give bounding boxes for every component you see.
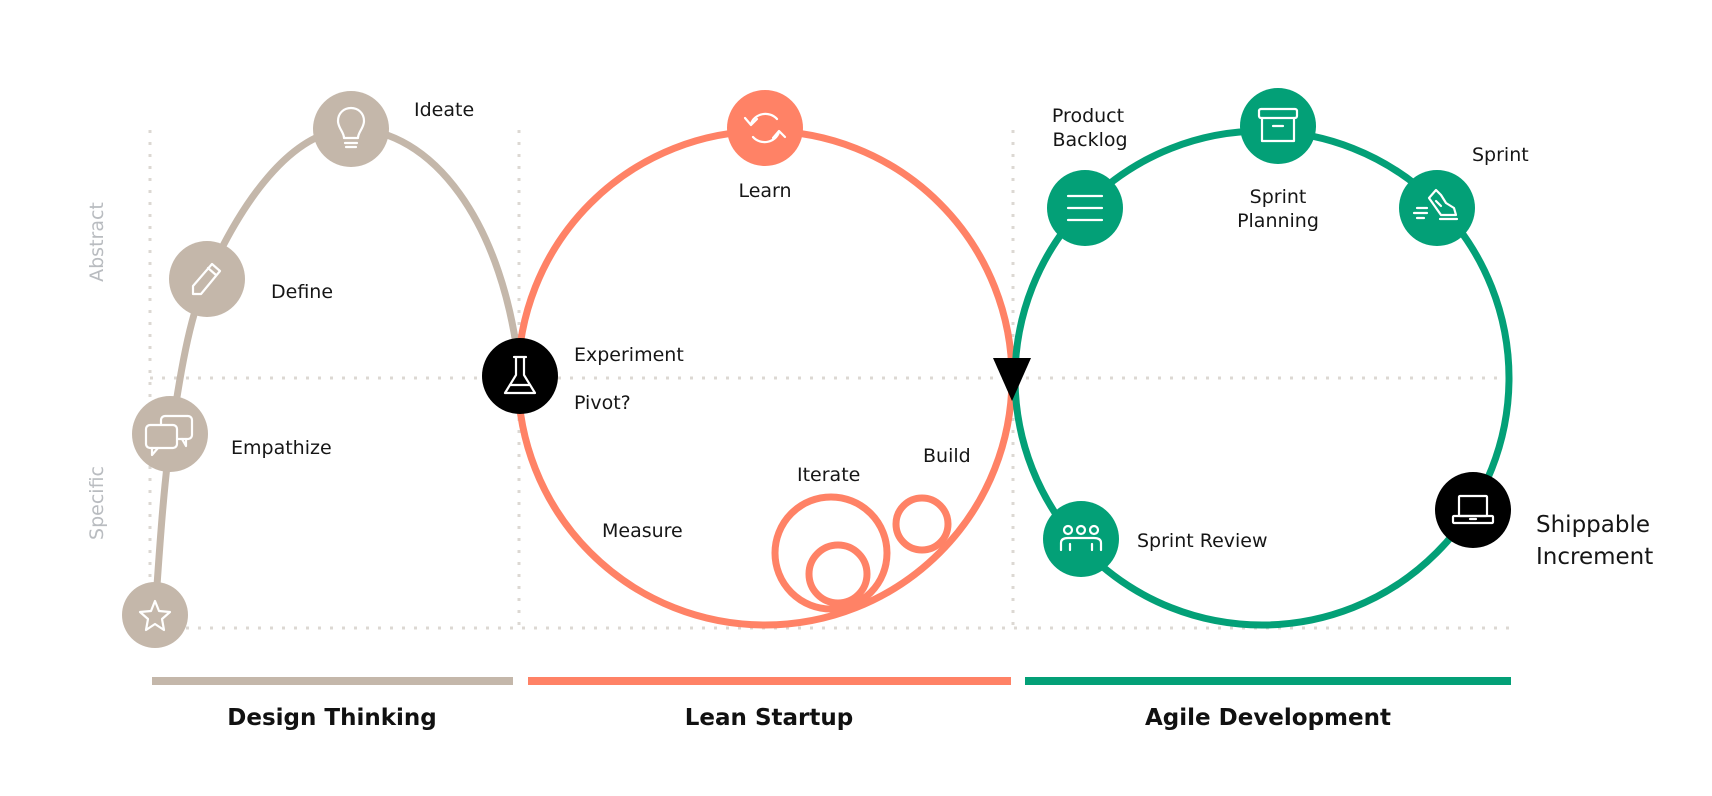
iterate-loop-large	[771, 493, 891, 613]
node-empathize[interactable]	[132, 396, 208, 472]
node-experiment[interactable]	[482, 338, 558, 414]
phase-title-design-thinking: Design Thinking	[227, 705, 436, 731]
refresh-cycle-icon	[743, 112, 787, 144]
node-ideate[interactable]	[313, 91, 389, 167]
phase-bar-agile	[1025, 677, 1511, 685]
laptop-icon	[1451, 494, 1495, 525]
star-icon	[138, 599, 172, 632]
label-shippable-increment-line2: Increment	[1536, 544, 1653, 570]
label-shippable-increment-line1: Shippable	[1536, 512, 1650, 538]
label-define: Define	[271, 281, 333, 303]
node-sprint-planning[interactable]	[1240, 88, 1316, 164]
label-sprint-planning-line1: Sprint	[1250, 186, 1307, 208]
axis-label-specific: Specific	[86, 466, 108, 540]
iterate-loop-small	[805, 541, 871, 607]
label-iterate: Iterate	[797, 464, 860, 486]
label-product-backlog-line1: Product	[1052, 105, 1124, 127]
label-empathize: Empathize	[231, 437, 332, 459]
node-start[interactable]	[122, 582, 188, 648]
phase-title-lean-startup: Lean Startup	[685, 705, 853, 731]
archive-box-icon	[1257, 107, 1299, 143]
phase-title-agile: Agile Development	[1145, 705, 1391, 731]
label-learn: Learn	[738, 180, 791, 202]
design-thinking-curve	[151, 125, 524, 619]
label-sprint-planning-line2: Planning	[1237, 210, 1319, 232]
team-icon	[1059, 524, 1103, 552]
node-product-backlog[interactable]	[1047, 170, 1123, 246]
phase-bar-lean-startup	[528, 677, 1011, 685]
node-sprint-review[interactable]	[1043, 501, 1119, 577]
label-build: Build	[923, 445, 971, 467]
running-shoe-icon	[1412, 188, 1459, 221]
label-ideate: Ideate	[414, 99, 474, 121]
axis-label-abstract: Abstract	[86, 202, 108, 282]
direction-arrow-icon	[993, 358, 1031, 401]
list-icon	[1066, 194, 1104, 222]
label-experiment: Experiment	[574, 344, 684, 366]
node-sprint[interactable]	[1399, 170, 1475, 246]
phase-bar-design-thinking	[152, 677, 513, 685]
chat-bubbles-icon	[144, 414, 194, 457]
lightbulb-icon	[336, 106, 366, 149]
node-learn[interactable]	[727, 90, 803, 166]
label-pivot: Pivot?	[574, 392, 631, 414]
flask-icon	[503, 355, 537, 395]
pencil-icon	[191, 262, 222, 296]
build-loop	[892, 494, 952, 554]
label-sprint-review: Sprint Review	[1137, 530, 1268, 552]
label-sprint: Sprint	[1472, 144, 1529, 166]
label-measure: Measure	[602, 520, 683, 542]
node-define[interactable]	[169, 241, 245, 317]
label-product-backlog-line2: Backlog	[1052, 129, 1127, 151]
node-shippable-increment[interactable]	[1435, 472, 1511, 548]
